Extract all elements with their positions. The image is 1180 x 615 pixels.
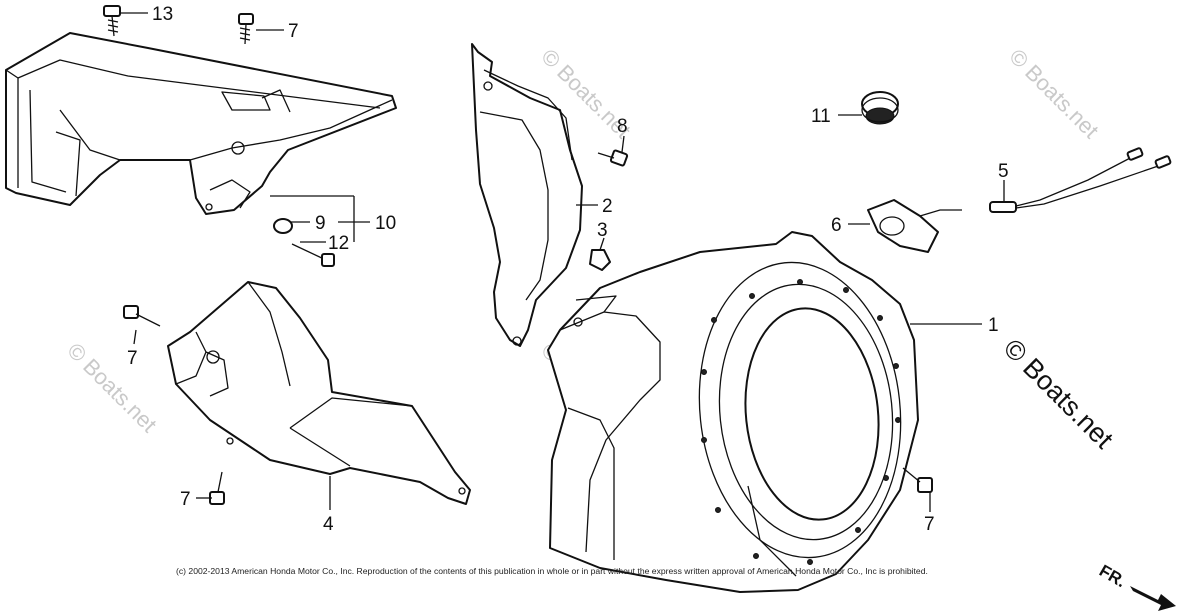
callout-4: 4: [323, 514, 334, 535]
watermark-4: © Boats.net: [62, 338, 161, 437]
upper-air-guide-drawing: [5, 32, 397, 215]
callout-7-right: 7: [924, 514, 935, 535]
leader-lines: [120, 12, 1005, 512]
callout-5: 5: [998, 161, 1009, 182]
callout-7-bottom: 7: [180, 489, 191, 510]
callout-group: 13 7 8 2 3 11 5 6 9 10 12 1 7 7 7 4: [127, 4, 1009, 535]
watermark-3: © Boats.net: [1004, 44, 1103, 143]
copyright-notice: (c) 2002-2013 American Honda Motor Co., …: [176, 566, 928, 576]
callout-7-left: 7: [127, 348, 138, 369]
front-direction-indicator: FR.: [1096, 561, 1176, 611]
callout-6: 6: [831, 215, 842, 236]
lower-cover-drawing: [167, 281, 471, 505]
callout-12: 12: [328, 233, 349, 254]
callout-2: 2: [602, 196, 613, 217]
callout-10: 10: [375, 213, 396, 234]
callout-8: 8: [617, 116, 628, 137]
callout-9: 9: [315, 213, 326, 234]
fan-cover-drawing: [547, 231, 919, 593]
callout-1: 1: [988, 315, 999, 336]
brand-watermark: © Boats.net: [998, 333, 1120, 455]
callout-3: 3: [597, 220, 608, 241]
callout-7-top: 7: [288, 21, 299, 42]
front-arrow-icon: [1130, 586, 1176, 611]
front-label: FR.: [1096, 561, 1129, 591]
callout-11: 11: [811, 106, 831, 127]
shroud-plate-drawing: [471, 43, 583, 347]
callout-13: 13: [152, 4, 173, 25]
hardware-drawing: [103, 5, 1172, 505]
